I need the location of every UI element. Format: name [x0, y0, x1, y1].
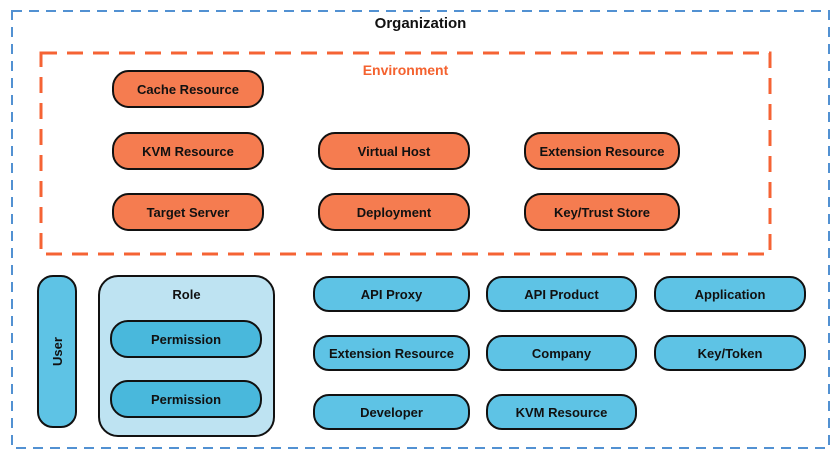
node-label: Key/Trust Store [553, 204, 651, 220]
node-label: Permission [150, 331, 222, 347]
node-label: Company [531, 345, 592, 361]
node-label: Application [694, 286, 766, 302]
node-label: Extension Resource [539, 143, 665, 159]
node-label: Virtual Host [357, 143, 431, 159]
node-deployment: Deployment [318, 193, 470, 231]
node-label: Target Server [146, 204, 230, 220]
node-permission-1: Permission [110, 320, 262, 358]
node-kvm-resource-env: KVM Resource [112, 132, 264, 170]
node-api-proxy: API Proxy [313, 276, 470, 312]
node-extension-resource-org: Extension Resource [313, 335, 470, 371]
node-user: User [37, 275, 77, 428]
node-label: KVM Resource [515, 404, 608, 420]
environment-title: Environment [362, 62, 449, 78]
node-label: Cache Resource [137, 81, 239, 97]
node-key-trust-store: Key/Trust Store [524, 193, 680, 231]
node-company: Company [486, 335, 637, 371]
node-label: User [49, 337, 65, 366]
node-label: Developer [360, 404, 423, 420]
node-label: API Product [524, 286, 599, 302]
environment-boundary [39, 51, 772, 256]
node-application: Application [654, 276, 806, 312]
node-label: Deployment [356, 204, 432, 220]
node-target-server: Target Server [112, 193, 264, 231]
node-permission-2: Permission [110, 380, 262, 418]
node-label: Key/Token [697, 345, 763, 361]
node-developer: Developer [313, 394, 470, 430]
node-cache-resource: Cache Resource [112, 70, 264, 108]
node-extension-resource-env: Extension Resource [524, 132, 680, 170]
node-label: API Proxy [360, 286, 423, 302]
node-label: KVM Resource [142, 143, 234, 159]
node-role-container: Role Permission Permission [98, 275, 275, 437]
node-api-product: API Product [486, 276, 637, 312]
node-label: Extension Resource [329, 345, 454, 361]
organization-boundary [11, 10, 830, 449]
node-key-token: Key/Token [654, 335, 806, 371]
node-kvm-resource-org: KVM Resource [486, 394, 637, 430]
node-label: Permission [150, 391, 222, 407]
node-virtual-host: Virtual Host [318, 132, 470, 170]
role-label: Role [172, 287, 201, 302]
organization-title: Organization [374, 15, 467, 32]
